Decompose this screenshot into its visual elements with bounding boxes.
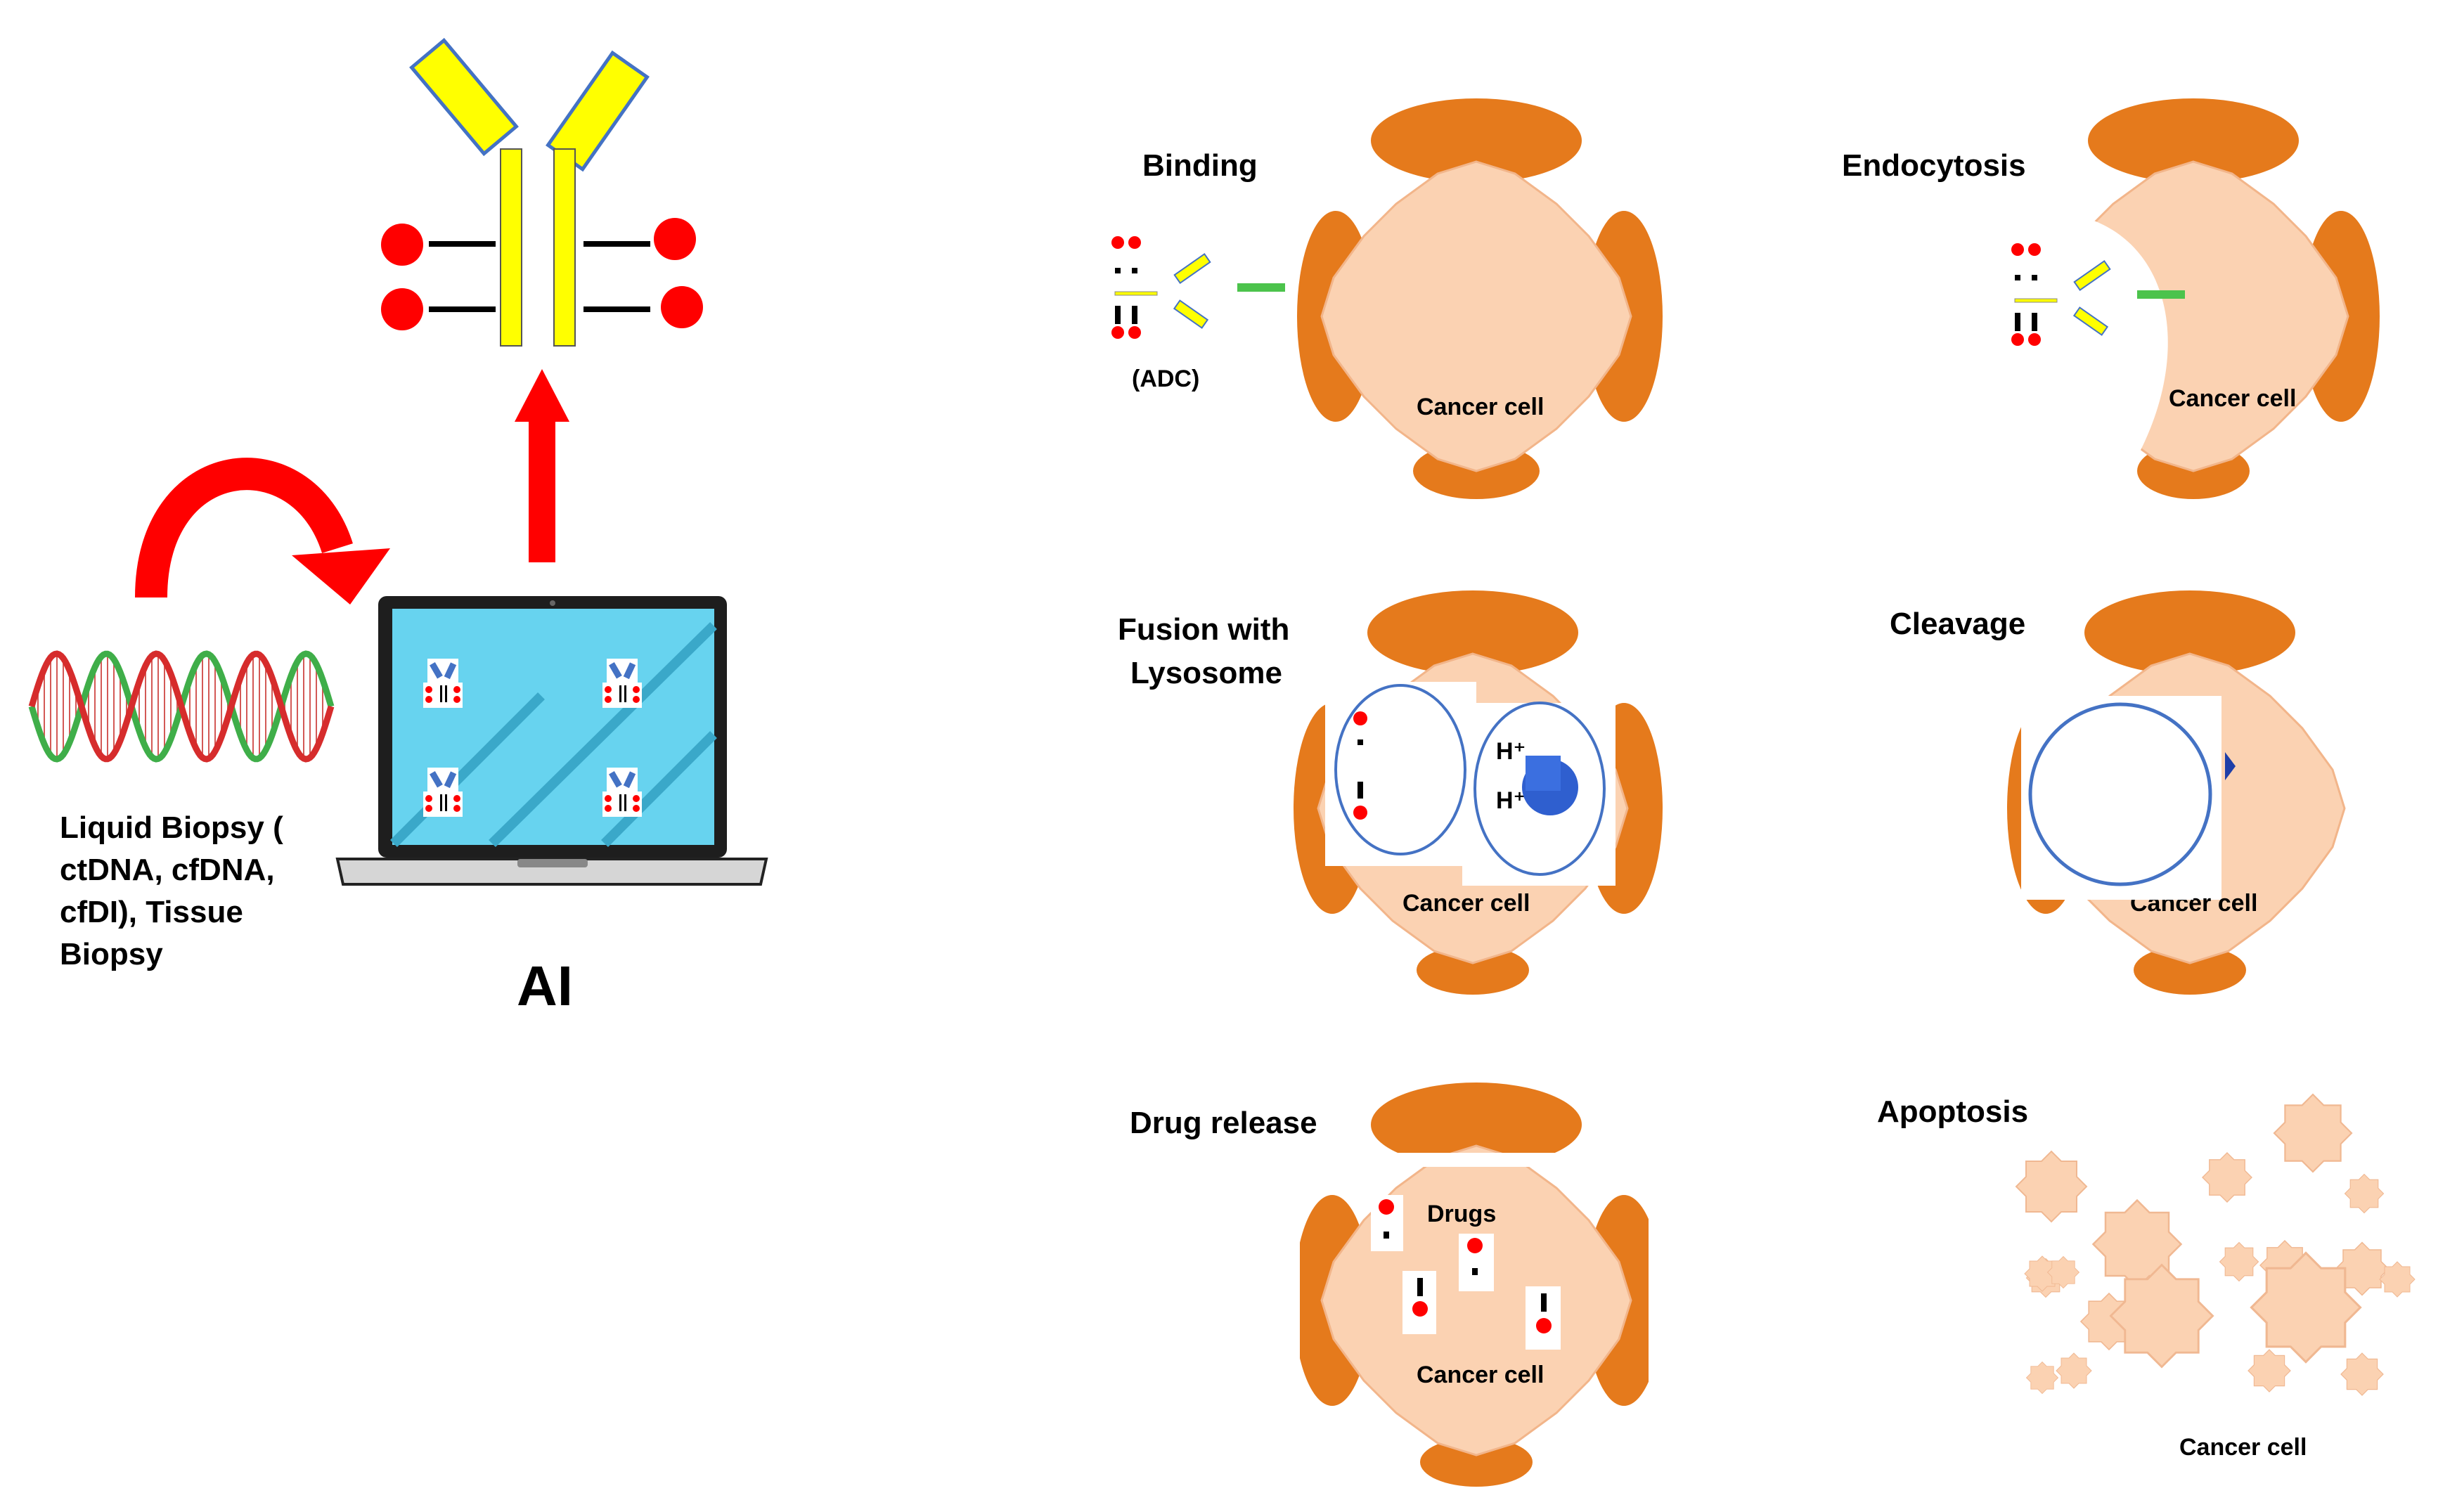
endosome-icon	[1334, 684, 1466, 855]
drugs-label: Drugs	[1427, 1201, 1496, 1227]
screen-antibody-icon	[602, 768, 642, 817]
ai-label: AI	[517, 955, 573, 1017]
laptop-icon	[335, 596, 768, 886]
step-drug-release-label: Drug release	[1130, 1106, 1317, 1140]
endocytosis-cancer-cell-label: Cancer cell	[2169, 385, 2296, 412]
endocytosis-cell	[2037, 98, 2380, 499]
proton-label-2: H⁺	[1496, 787, 1526, 814]
step-apoptosis-label: Apoptosis	[1877, 1094, 2028, 1129]
up-arrow-icon	[515, 369, 569, 562]
released-drug-icon	[1371, 1195, 1403, 1251]
fusion-cancer-cell-label: Cancer cell	[1402, 890, 1530, 917]
curved-arrow-icon	[135, 458, 390, 605]
released-drug-icon	[1526, 1286, 1561, 1350]
input-label-line-3: cfDI), Tissue	[60, 895, 243, 929]
drug-release-cancer-cell-label: Cancer cell	[1417, 1362, 1544, 1388]
step-binding-label: Binding	[1142, 148, 1258, 183]
binding-cancer-cell-label: Cancer cell	[1417, 394, 1544, 420]
screen-antibody-icon	[602, 659, 642, 708]
dna-strand	[28, 650, 335, 763]
step-fusion-label-line-2: Lysosome	[1130, 656, 1282, 690]
apoptosis-cancer-cell-label: Cancer cell	[2179, 1434, 2307, 1461]
step-endocytosis-label: Endocytosis	[1842, 148, 2026, 183]
antibody-icon	[381, 28, 703, 350]
binding-cell	[1297, 98, 1663, 499]
lysosome-icon	[2028, 702, 2212, 886]
lysosome-icon	[1473, 702, 1606, 876]
cleavage-marker-icon	[2225, 752, 2236, 780]
step-fusion-label-line-1: Fusion with	[1118, 612, 1289, 647]
input-label-line-4: Biopsy	[60, 937, 163, 971]
apoptotic-fragments	[2016, 1093, 2416, 1396]
input-label-line-2: ctDNA, cfDNA,	[60, 853, 275, 887]
adc-label: (ADC)	[1132, 366, 1199, 392]
step-cleavage-label: Cleavage	[1890, 607, 2025, 641]
input-label-line-1: Liquid Biopsy (	[60, 810, 283, 845]
screen-antibody-icon	[423, 768, 463, 817]
dna-helix-icon	[28, 650, 335, 763]
drug-release-cell	[1294, 1083, 1663, 1487]
proton-label-1: H⁺	[1496, 738, 1526, 765]
released-drug-icon	[1459, 1234, 1494, 1291]
screen-antibody-icon	[423, 659, 463, 708]
released-drug-icon	[1402, 1271, 1436, 1334]
